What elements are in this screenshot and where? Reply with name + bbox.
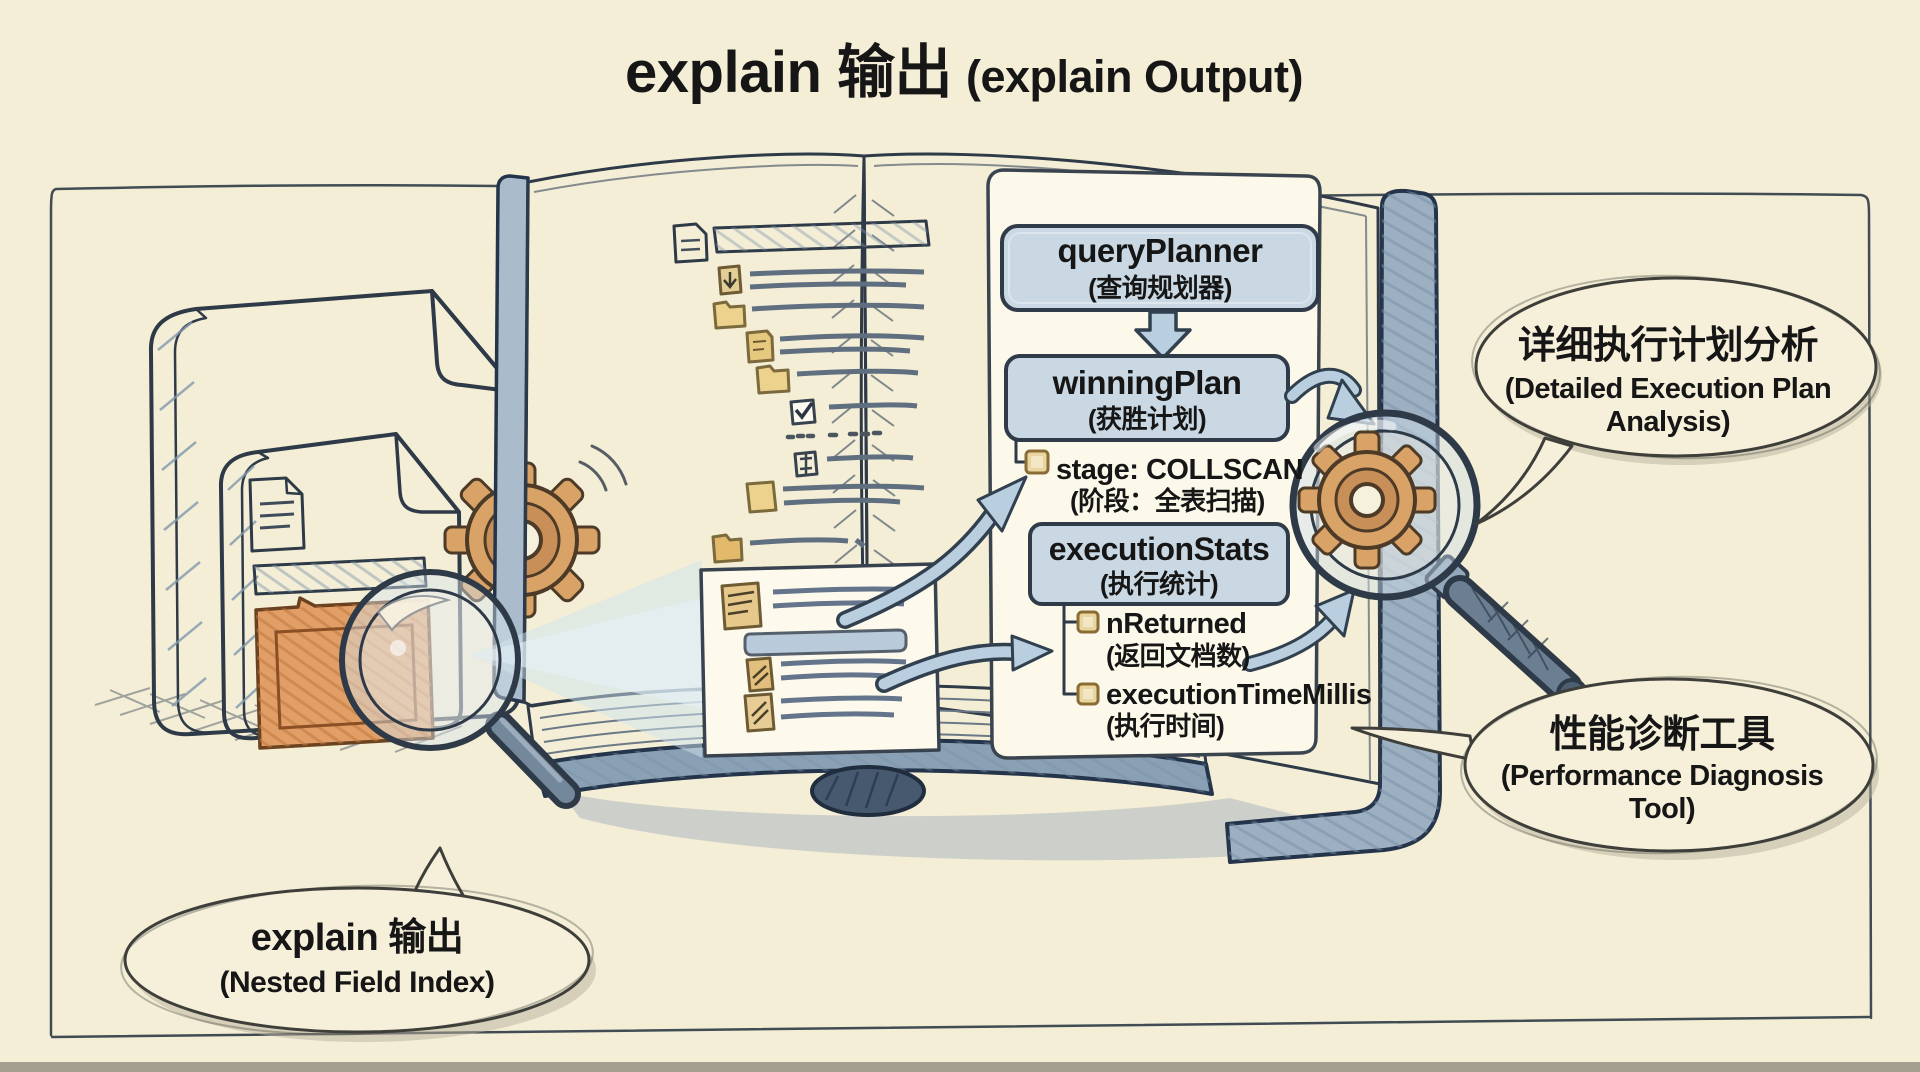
analysis-magnifier — [1289, 409, 1588, 710]
node-query-planner — [1000, 224, 1320, 312]
tree-connector — [1014, 438, 1028, 464]
toc-list — [672, 219, 931, 564]
gear-motion-arcs — [578, 444, 628, 492]
stage-sublabel: (阶段：全表扫描) — [1070, 486, 1265, 516]
arrow-to-nreturned — [875, 634, 1054, 693]
inset-line — [780, 695, 903, 720]
toc-line — [749, 268, 925, 290]
lens-glint — [390, 640, 406, 656]
execution-stats-sublabel: (执行统计) — [1100, 569, 1218, 599]
toc-line — [749, 537, 866, 548]
download-doc-icon — [717, 264, 743, 296]
note-icon — [720, 581, 763, 631]
outer-edge-hatch — [157, 321, 207, 707]
winning-plan-label: winningPlan — [1052, 364, 1242, 401]
execution-time-sublabel: (执行时间) — [1106, 711, 1224, 741]
n-returned-sublabel: (返回文档数) — [1106, 641, 1250, 671]
book-spine — [810, 765, 926, 817]
page-title-main: explain 输出 — [625, 40, 952, 105]
winning-plan-sublabel: (获胜计划) — [1088, 404, 1206, 434]
inner-edge-hatch — [227, 465, 263, 709]
file-icon — [745, 329, 775, 364]
glyph-box-icon — [793, 450, 819, 478]
outer-document-edge — [149, 307, 214, 736]
json-tree-panel — [986, 168, 1322, 760]
sketched-frame — [49, 183, 1873, 1039]
folder-icon — [711, 533, 744, 564]
magnifier-icon — [339, 569, 581, 809]
folder-icon — [745, 480, 778, 514]
toc-header-hatch — [714, 221, 929, 252]
book-ground-shadow — [560, 792, 1398, 861]
detailed-analysis-line2: (Detailed Execution Plan — [1505, 373, 1831, 405]
stage-bullet-icon — [1024, 449, 1050, 475]
spine-hatch — [824, 771, 900, 809]
performance-tool-line1: 性能诊断工具 — [1549, 714, 1775, 756]
detailed-analysis-line1: 详细执行计划分析 — [1518, 325, 1818, 367]
n-returned-label: nReturned — [1106, 608, 1247, 640]
document-icon — [248, 476, 306, 553]
document-icon — [672, 222, 709, 264]
toc-line — [828, 402, 918, 410]
checkbox-icon — [789, 398, 817, 426]
callout-explain-output: explain 输出 (Nested Field Index) — [120, 846, 596, 1042]
book-left-cover-edge — [492, 174, 530, 704]
folder-icon — [755, 364, 791, 395]
tree-connector — [1062, 602, 1080, 696]
query-planner-sublabel: (查询规划器) — [1088, 273, 1232, 303]
zoom-beam — [470, 560, 702, 758]
arrow-to-stage — [836, 475, 1028, 629]
book-right-cover — [1225, 188, 1442, 864]
inset-line — [780, 658, 907, 681]
page-title-paren: (explain Output) — [966, 51, 1303, 102]
outer-document-fold — [430, 289, 519, 394]
inset-pill-bar — [743, 628, 908, 657]
detailed-analysis-line3: Analysis) — [1606, 406, 1730, 438]
leaf-bullet-icon — [1076, 610, 1100, 634]
explain-output-line2: (Nested Field Index) — [219, 966, 494, 999]
ellipsis-dots — [785, 430, 883, 440]
explain-output-line1: explain 输出 — [251, 917, 464, 959]
arrow-stats-to-magnifier — [1242, 588, 1356, 672]
tree-labels: queryPlanner (查询规划器) winningPlan (获胜计划) … — [1049, 232, 1372, 741]
note-icon — [745, 656, 775, 693]
performance-tool-line2: (Performance Diagnosis — [1501, 760, 1824, 792]
folder-icon — [712, 300, 747, 330]
gear-icon — [1297, 430, 1437, 570]
callout-detailed-analysis: 详细执行计划分析 (Detailed Execution Plan Analys… — [1471, 274, 1882, 526]
stage-label: stage: COLLSCAN — [1056, 454, 1303, 486]
down-block-arrow — [1134, 310, 1192, 360]
execution-time-label: executionTimeMillis — [1106, 679, 1372, 711]
callout-performance-tool: 性能诊断工具 (Performance Diagnosis Tool) — [1350, 675, 1879, 860]
bottom-edge-strip — [0, 1062, 1920, 1072]
note-icon — [743, 692, 776, 733]
node-execution-stats — [1028, 522, 1290, 606]
toc-line — [782, 483, 925, 506]
execution-stats-label: executionStats — [1049, 531, 1270, 567]
leaf-bullet-icon — [1076, 682, 1100, 706]
toc-line — [751, 302, 925, 312]
query-planner-label: queryPlanner — [1058, 232, 1264, 269]
inner-document-fold — [394, 432, 461, 514]
toc-line — [826, 454, 914, 462]
page-title: explain 输出 (explain Output) — [625, 40, 1303, 105]
lens-glare — [376, 595, 452, 632]
toc-line — [779, 333, 925, 355]
lens-glare — [1313, 419, 1397, 453]
performance-tool-line3: Tool) — [1629, 793, 1695, 825]
toc-line — [796, 368, 919, 377]
